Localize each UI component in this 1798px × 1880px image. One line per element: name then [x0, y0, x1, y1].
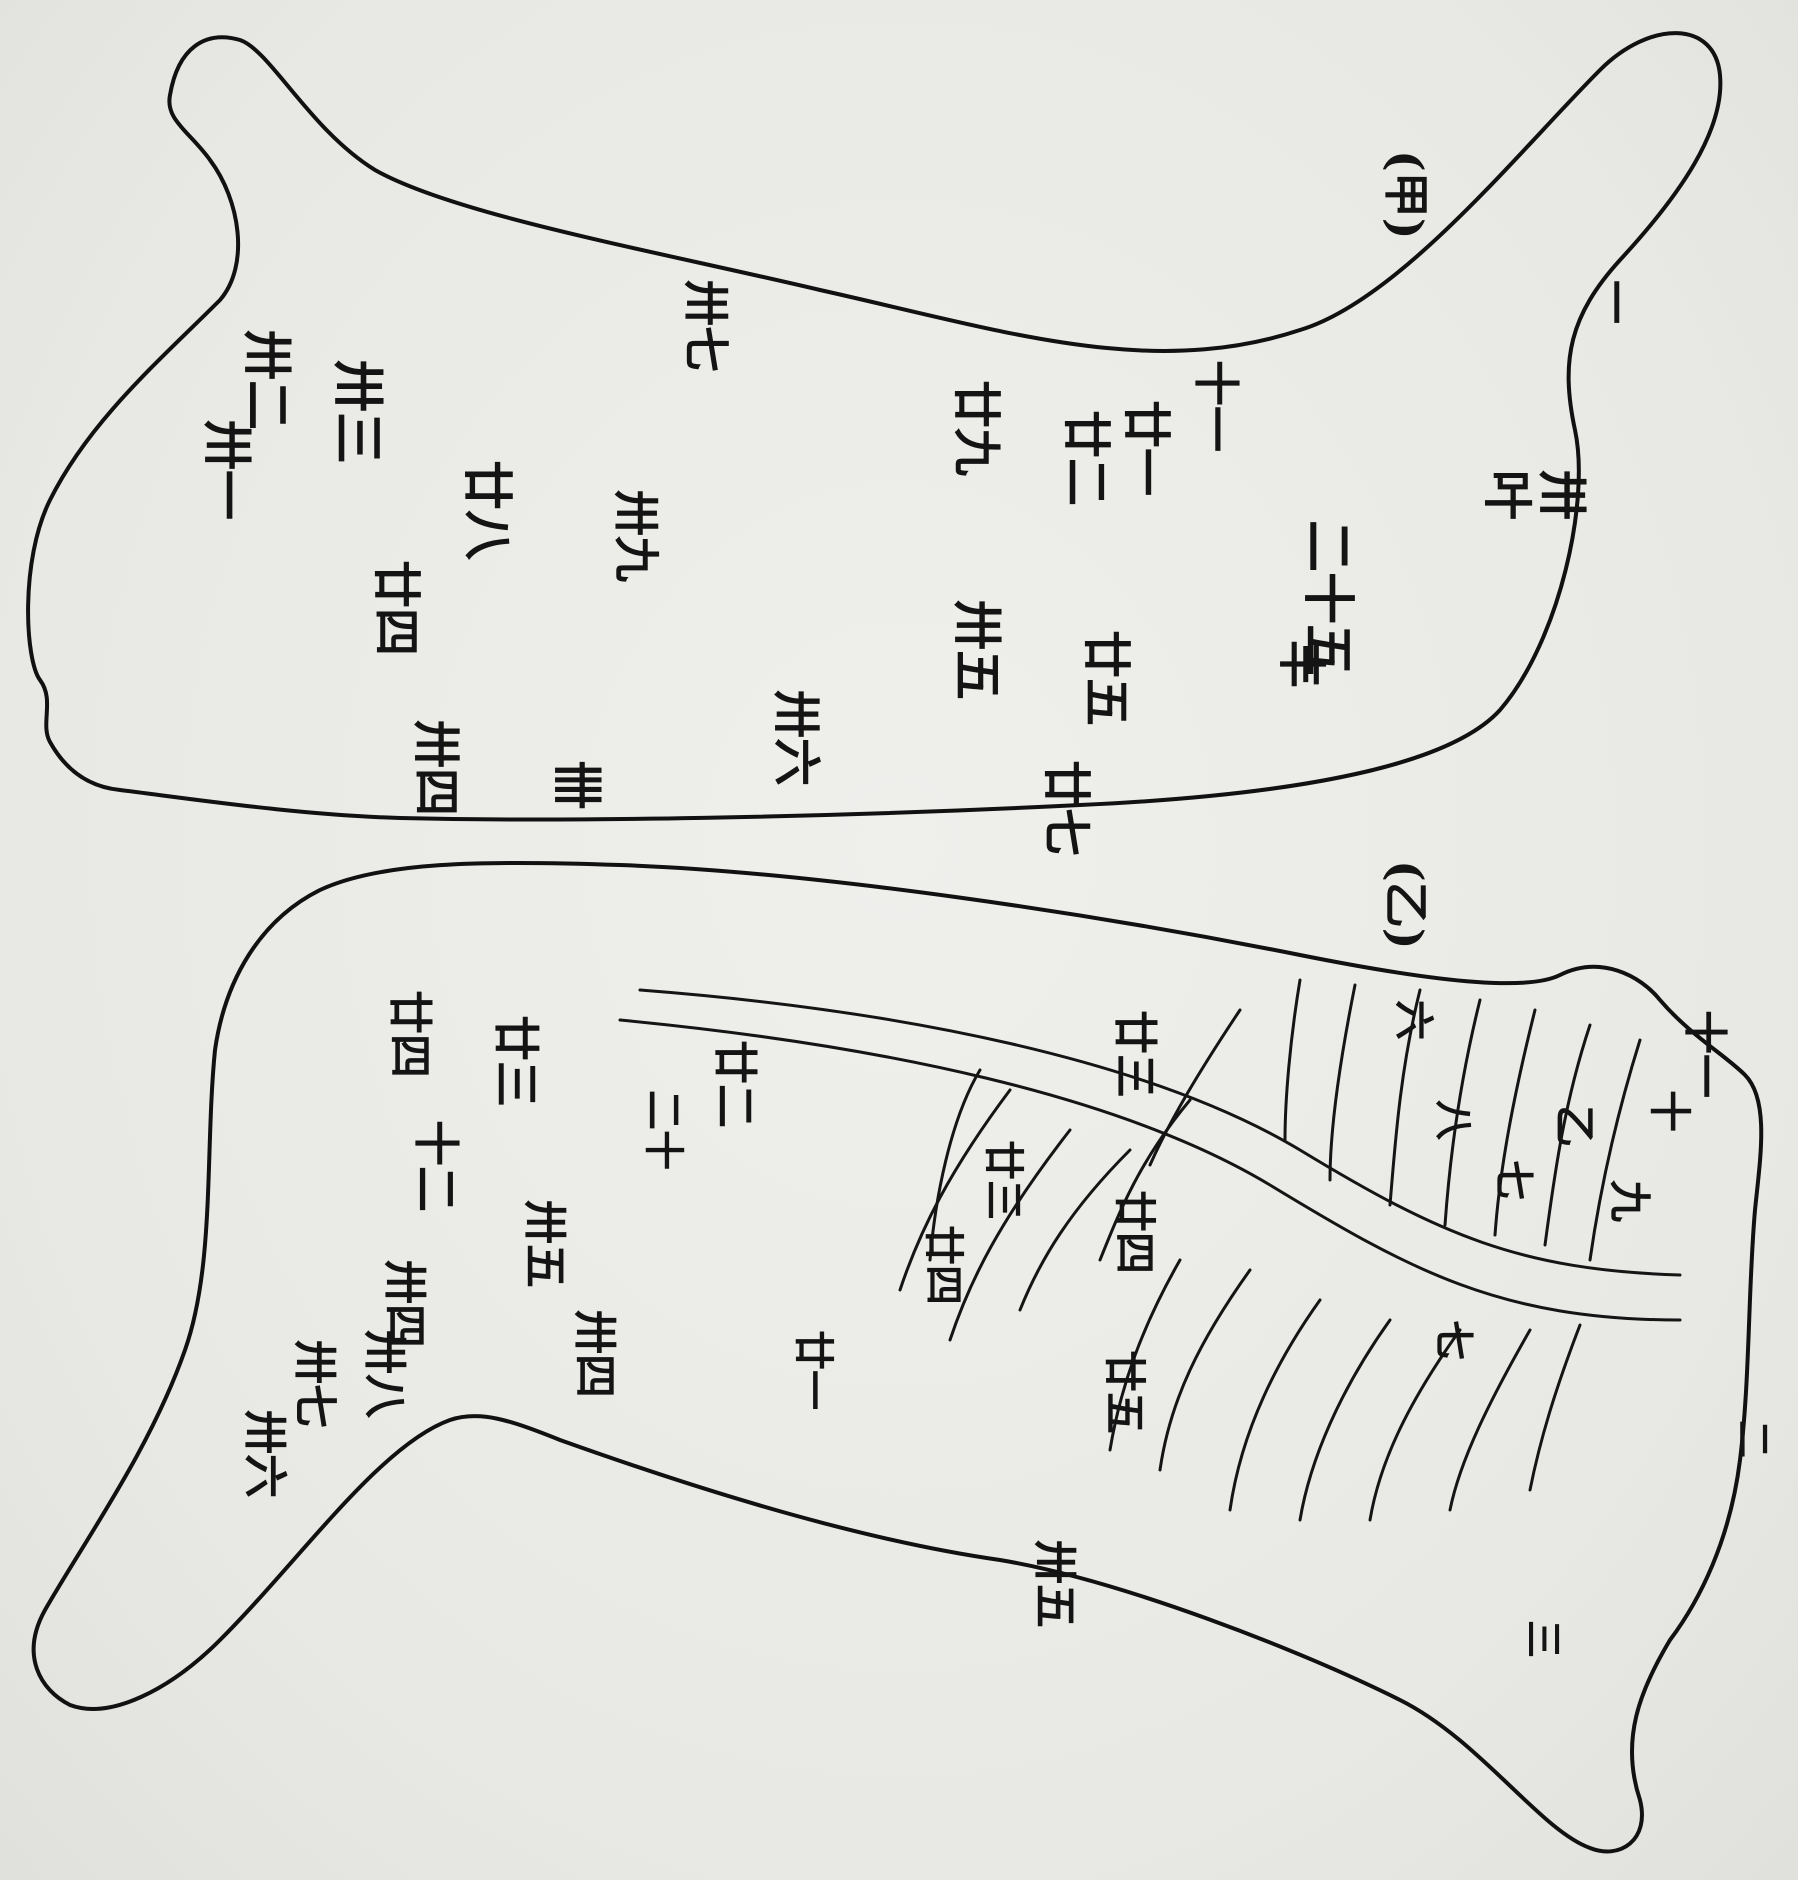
panel-b-label-16: 二十	[640, 1090, 687, 1170]
panel-b-label-1: 十一	[1679, 1010, 1730, 1098]
panel-b-rib-lines	[900, 980, 1640, 1520]
panel-a-label-9: 廿五	[1078, 630, 1134, 726]
panel-b-label-26: 卅八	[359, 1330, 410, 1419]
panel-a-label-22: 卅一	[198, 420, 257, 520]
panel-a-labels: 一卅叶二十五丰十一廿一廿二廿五廿七廿九卅五卅六卅七卅九卌廿八卅四廿四卅三卅二卅一	[198, 280, 1640, 856]
panel-a-label-20: 卅三	[327, 360, 388, 464]
panel-a-label-13: 卅六	[768, 690, 824, 786]
panel-b-label-8: 七	[1430, 1320, 1477, 1360]
panel-a-label-16: 卌	[548, 760, 607, 810]
panel-b-label-17: 廿三	[489, 1015, 543, 1107]
panel-a-tag: (甲)	[1379, 150, 1433, 240]
panel-b-label-23: 卅四	[569, 1310, 620, 1398]
panel-b-label-5: 七	[1490, 1160, 1537, 1200]
panel-b-label-13: 廿四	[920, 1225, 967, 1305]
panel-a-label-6: 十一	[1189, 360, 1243, 452]
panel-b-label-28: 卅六	[239, 1410, 290, 1498]
panel-b-label-2: 十	[1645, 1090, 1694, 1132]
panel-b-label-12: 廿三	[980, 1140, 1027, 1220]
panel-a-label-11: 廿九	[948, 380, 1004, 476]
panel-b-label-20: 二	[1731, 1420, 1776, 1458]
panel-a-label-3: 叶	[1478, 470, 1537, 520]
panel-a-label-8: 廿二	[1058, 410, 1114, 506]
panel-b-label-15: 廿二	[709, 1040, 760, 1128]
panel-a-label-15: 卅九	[609, 490, 663, 582]
panel-a-label-14: 卅七	[679, 280, 733, 372]
panel-a-label-10: 廿七	[1038, 760, 1094, 856]
panel-b-tag: (乙)	[1379, 860, 1433, 950]
panel-a-label-2: 卅	[1533, 470, 1592, 520]
panel-b-label-10: 廿四	[1110, 1190, 1159, 1274]
panel-b-label-6: 八	[1430, 1100, 1477, 1141]
panel-a-label-18: 卅四	[408, 720, 464, 816]
panel-a-label-21: 卅二	[238, 330, 297, 430]
panel-b-label-19: 廿四	[384, 990, 435, 1078]
panel-b-label-9: 廿三	[1109, 1010, 1160, 1098]
panel-a-label-5: 丰	[1273, 640, 1329, 688]
panel-b-label-11: 廿五	[1100, 1350, 1149, 1434]
panel-a-label-12: 卅五	[948, 600, 1007, 700]
panel-a-label-19: 廿四	[368, 560, 424, 656]
panel-b-label-18: 十二	[409, 1120, 463, 1212]
panel-b-label-4: 乙	[1550, 1105, 1599, 1147]
panel-b-label-7: 六	[1390, 1000, 1437, 1040]
panel-a-label-7: 廿一	[1118, 400, 1174, 496]
panel-a-label-17: 廿八	[458, 460, 517, 561]
panel-b-label-14: 廿一	[790, 1330, 837, 1410]
panel-b-labels: 十一十九乙七八六七廿三廿四廿五廿三廿四廿一廿二二十廿三十二廿四二三卅五卅四卅五卅…	[239, 990, 1776, 1658]
panel-b-label-21: 三	[1521, 1620, 1566, 1658]
panel-b-label-24: 卅五	[519, 1200, 570, 1288]
panel-b-label-3: 九	[1605, 1180, 1654, 1222]
panel-b-label-22: 卅五	[1029, 1540, 1080, 1628]
panel-a-label-1: 一	[1589, 280, 1640, 324]
panel-b-label-27: 卅七	[289, 1340, 340, 1428]
